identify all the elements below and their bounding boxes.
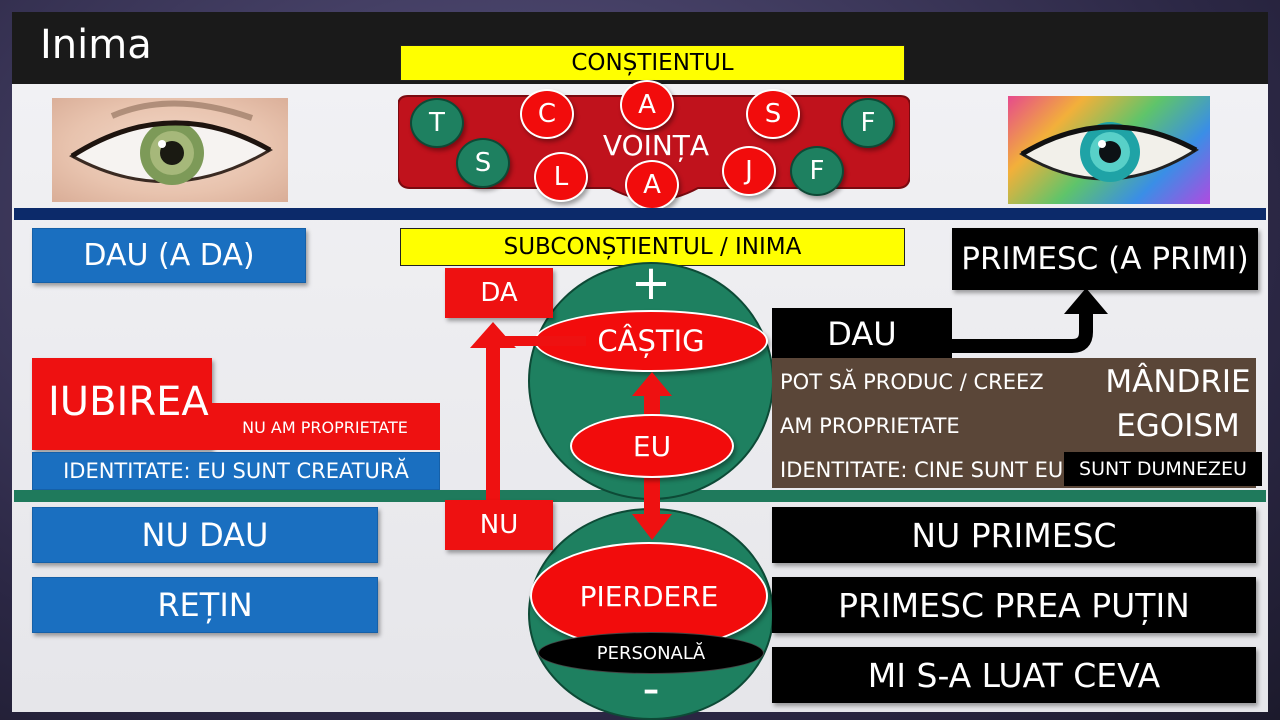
iubirea-label: IUBIREA <box>48 379 209 425</box>
colorful-eye-image <box>1008 96 1210 204</box>
identitate-cine-label: IDENTITATE: CINE SUNT EU? <box>780 458 1075 482</box>
minus-sign: - <box>642 661 660 717</box>
slide-title: Inima <box>40 22 152 68</box>
dau-to-primesc-arrow <box>950 288 1108 353</box>
nu-am-proprietate-label: NU AM PROPRIETATE <box>242 417 408 437</box>
egoism-label: EGOISM <box>1116 408 1240 444</box>
will-letter-s-right: S <box>746 89 800 139</box>
retin-box: REȚIN <box>32 577 378 633</box>
will-letter-a-top: A <box>620 80 674 130</box>
plus-sign: + <box>630 255 672 311</box>
will-letter-c: C <box>520 89 574 139</box>
constient-banner: CONȘTIENTUL <box>400 45 905 81</box>
primesc-prea-putin-box: PRIMESC PREA PUȚIN <box>772 577 1256 633</box>
dau-box: DAU (A DA) <box>32 228 306 283</box>
subconstient-banner: SUBCONȘTIENTUL / INIMA <box>400 228 905 266</box>
dau-right-box: DAU <box>772 308 952 360</box>
center-arrows <box>470 322 672 540</box>
primesc-box: PRIMESC (A PRIMI) <box>952 228 1258 290</box>
am-proprietate-label: AM PROPRIETATE <box>780 414 960 438</box>
will-letter-f-right: F <box>841 98 895 148</box>
personala-ellipse: PERSONALĂ <box>538 632 764 674</box>
will-label: VOINȚA <box>602 128 710 162</box>
mi-s-a-luat-box: MI S-A LUAT CEVA <box>772 647 1256 703</box>
identitate-creatura-box: IDENTITATE: EU SUNT CREATURĂ <box>32 452 440 490</box>
pot-produc-label: POT SĂ PRODUC / CREEZ <box>780 370 1044 394</box>
nu-dau-box: NU DAU <box>32 507 378 563</box>
sunt-dumnezeu-box: SUNT DUMNEZEU <box>1064 452 1262 486</box>
will-letter-j: J <box>722 146 776 196</box>
eu-ellipse: EU <box>570 414 734 478</box>
will-letter-f-bottom: F <box>790 146 844 196</box>
da-box: DA <box>445 268 553 318</box>
will-letter-t: T <box>410 98 464 148</box>
nu-am-proprietate-box <box>180 403 440 450</box>
nu-box: NU <box>445 500 553 550</box>
will-letter-a-bottom: A <box>625 160 679 210</box>
nu-primesc-box: NU PRIMESC <box>772 507 1256 563</box>
conscious-divider <box>14 208 1266 220</box>
natural-eye-image <box>52 98 288 202</box>
will-letter-l: L <box>534 152 588 202</box>
mandrie-label: MÂNDRIE <box>1105 364 1251 400</box>
will-letter-s-left: S <box>456 138 510 188</box>
